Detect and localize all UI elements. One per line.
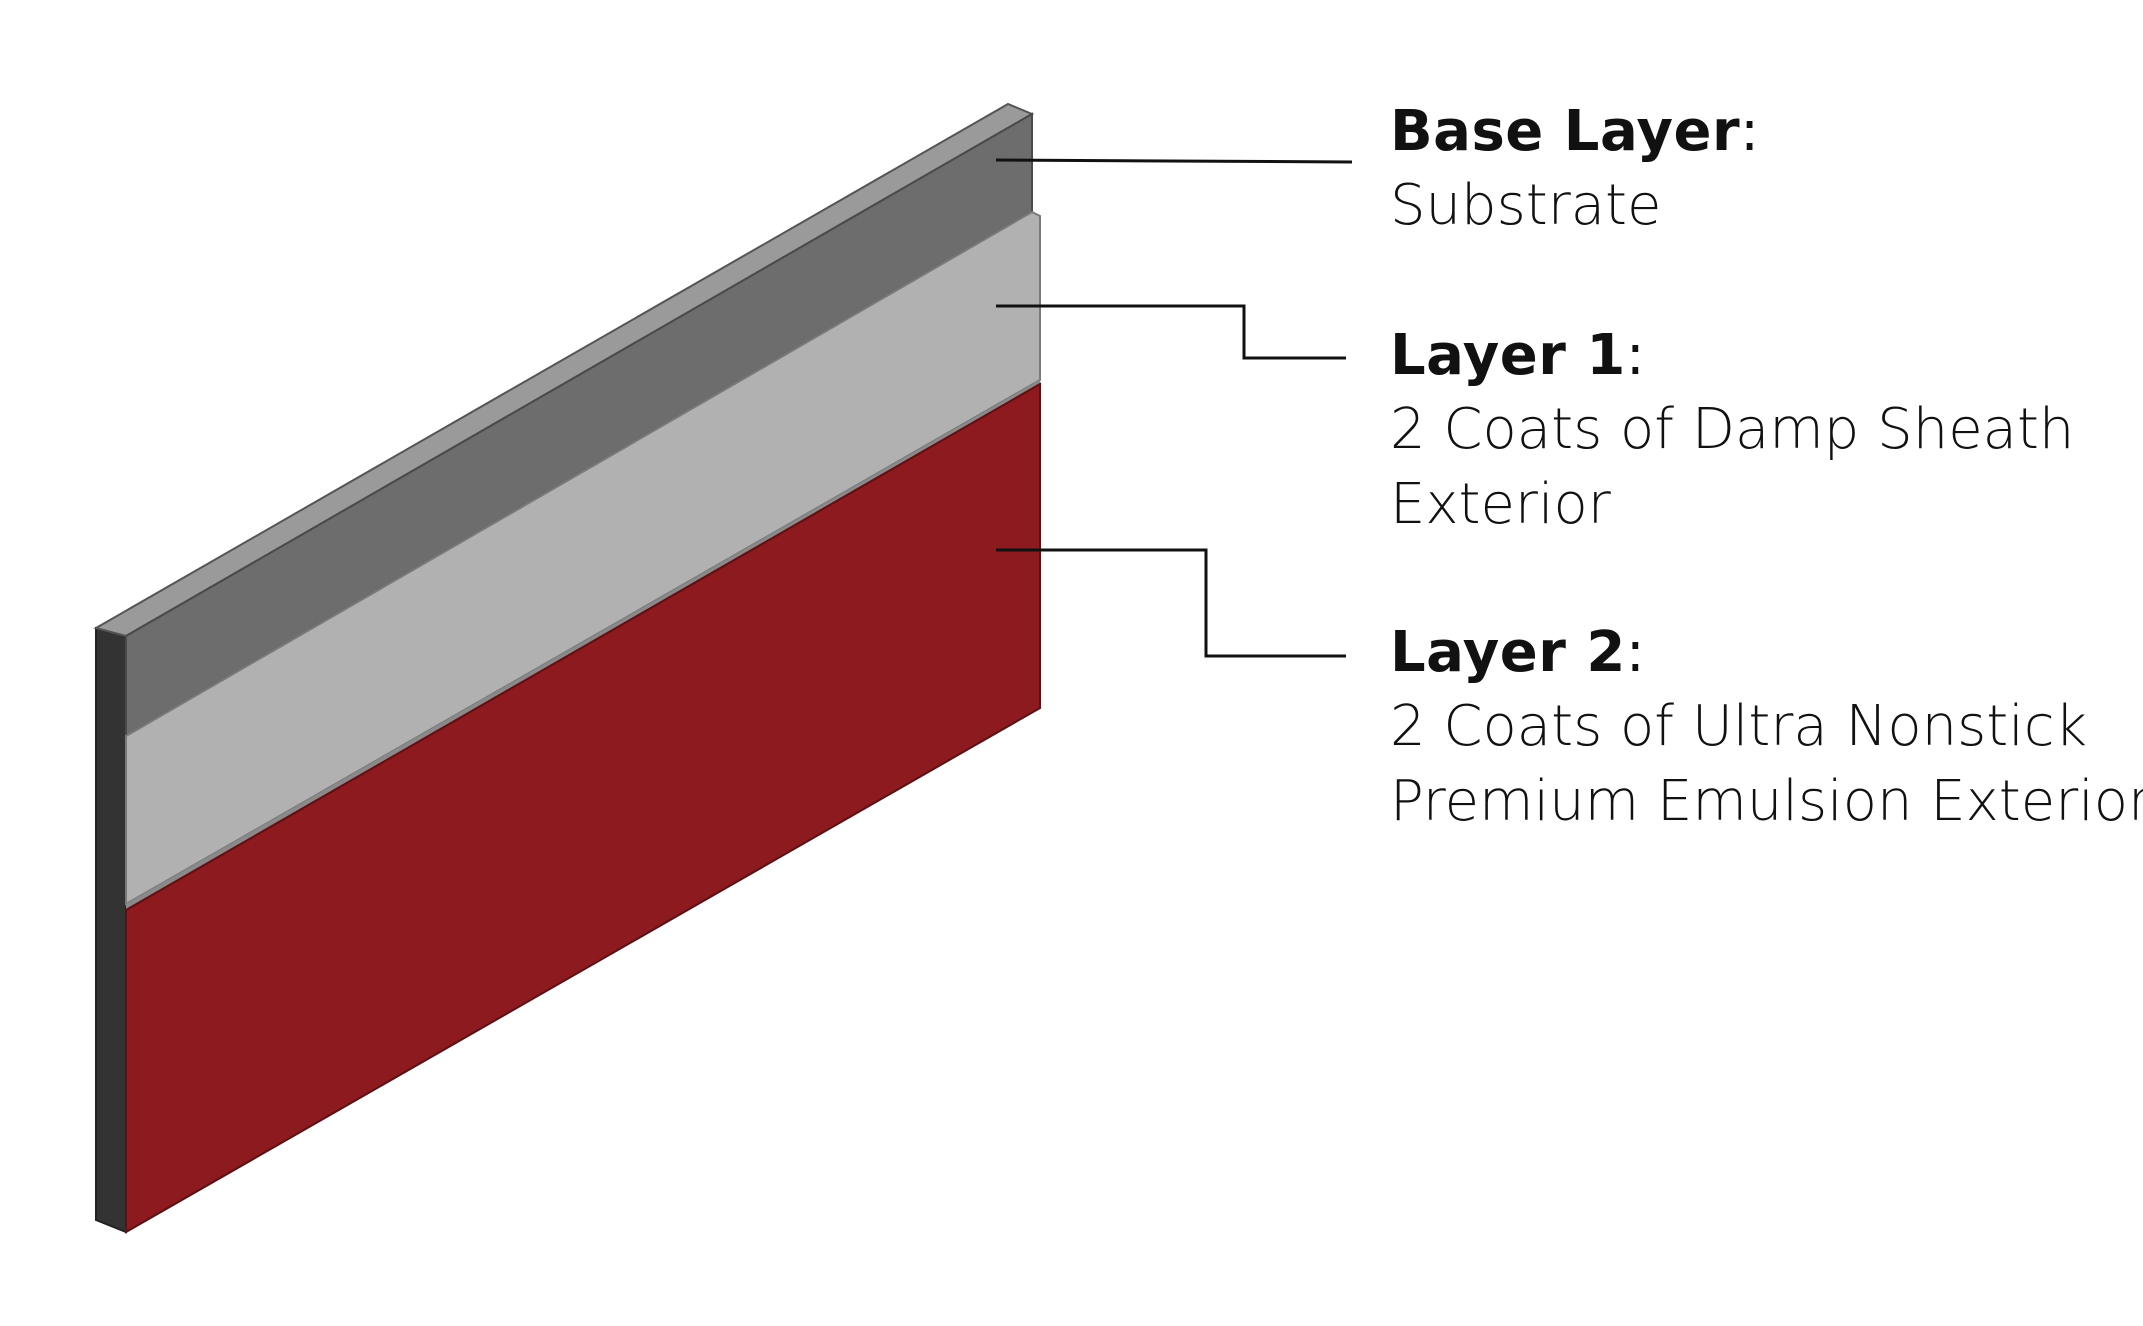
layer2-title: Layer 2: xyxy=(1390,620,1646,685)
layer2-band xyxy=(125,382,1041,1234)
layer2-desc-line: Premium Emulsion Exterior xyxy=(1390,769,2143,834)
layer2-desc-line: 2 Coats of Ultra Nonstick xyxy=(1390,694,2088,759)
base-layer-label: Base Layer: Substrate xyxy=(1390,96,1760,243)
layer1-desc-line: Exterior xyxy=(1390,472,1611,537)
wall-side-edge xyxy=(95,626,127,1234)
base-layer-desc-line: Substrate xyxy=(1390,173,1662,238)
layer2-label: Layer 2: 2 Coats of Ultra Nonstick Premi… xyxy=(1390,617,2143,839)
layer1-band xyxy=(125,210,1041,906)
base-layer-title: Base Layer: xyxy=(1390,99,1760,164)
base-layer-leader xyxy=(995,158,1353,164)
layer1-label: Layer 1: 2 Coats of Damp Sheath Exterior xyxy=(1390,320,2074,542)
layer1-title: Layer 1: xyxy=(1390,323,1646,388)
layer1-leader xyxy=(996,304,1346,360)
layer2-leader xyxy=(996,548,1346,658)
layer1-desc-line: 2 Coats of Damp Sheath xyxy=(1390,397,2075,462)
